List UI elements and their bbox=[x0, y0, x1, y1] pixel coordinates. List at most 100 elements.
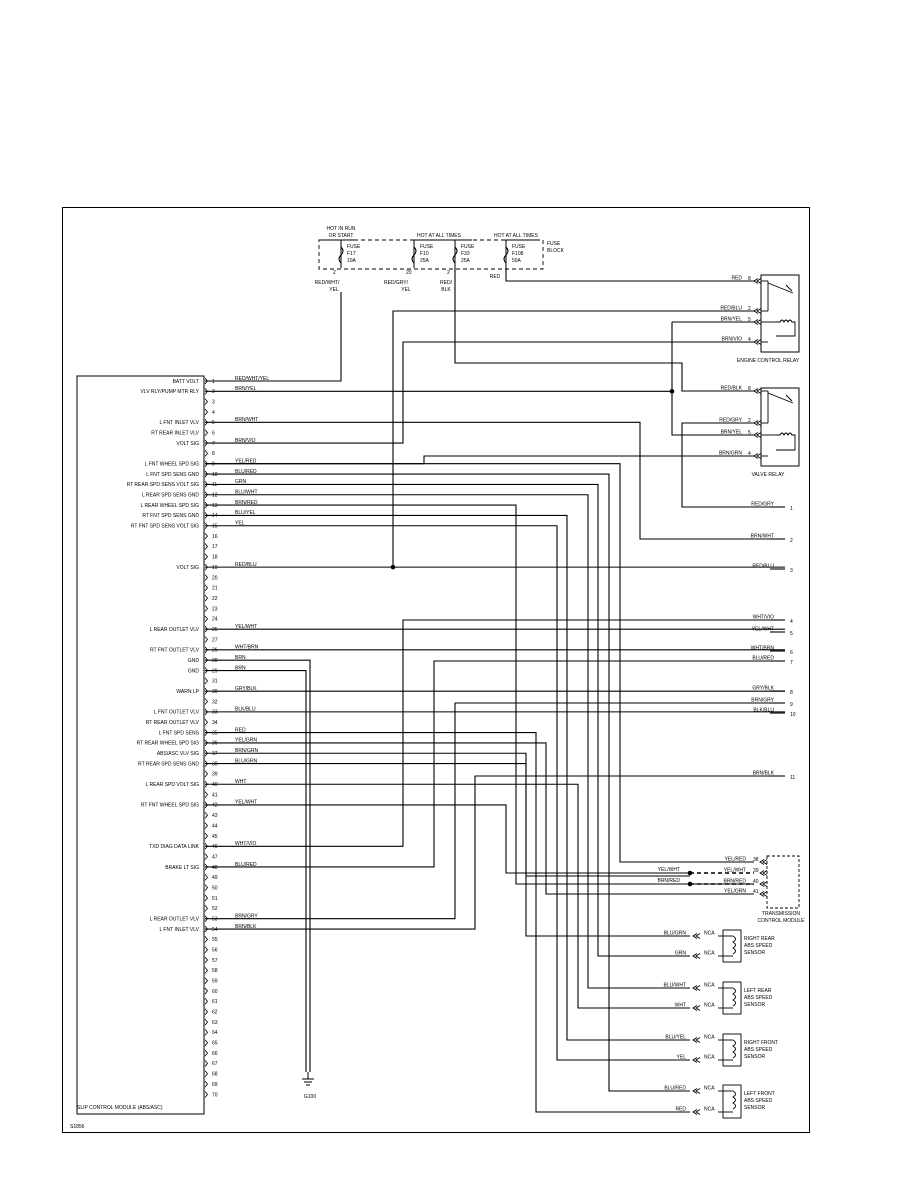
connector-mark bbox=[692, 1088, 698, 1094]
module-pin-number: 14 bbox=[212, 513, 218, 519]
wire-color-label: BRN/GRY bbox=[751, 698, 774, 704]
connector-mark bbox=[759, 881, 765, 887]
wire-color-label: WHT/VIO bbox=[753, 615, 774, 621]
wire-color-label: BLU/GRN bbox=[664, 931, 687, 937]
wire-wht-vio bbox=[205, 619, 785, 847]
output-pin-number: 4 bbox=[790, 619, 793, 625]
module-pin-label: RT FNT SPD SENS VOLT SIG bbox=[131, 524, 199, 530]
relay-pin-number: 5 bbox=[748, 430, 751, 436]
connector-nca: NCA bbox=[704, 983, 715, 989]
pin-mark bbox=[204, 894, 209, 902]
sensor-box bbox=[722, 981, 742, 1015]
connector-nca: NCA bbox=[704, 1035, 715, 1041]
wire-color-label: RED bbox=[731, 276, 742, 282]
wire-color-label: BLK/BLU bbox=[753, 708, 774, 714]
fuse-amps: 25A bbox=[420, 258, 430, 264]
pin-mark bbox=[204, 429, 209, 436]
wire-color-label: YEL/WHT bbox=[724, 868, 746, 874]
fuse-amps: 25A bbox=[461, 258, 471, 264]
fuse-block-label: FUSE bbox=[547, 241, 561, 247]
module-pin-number: 61 bbox=[212, 999, 218, 1005]
valve_relay-box bbox=[760, 387, 800, 467]
sensor-label: RIGHT FRONT bbox=[744, 1040, 778, 1046]
sensor-label: ABS SPEED bbox=[744, 995, 773, 1001]
output-pin-number: 11 bbox=[790, 775, 795, 781]
module-pin-number: 40 bbox=[212, 782, 218, 788]
module-title: SLIP CONTROL MODULE (ABS/ASC) bbox=[77, 1105, 163, 1111]
pin-mark bbox=[204, 636, 209, 643]
module-pin-number: 7 bbox=[212, 441, 215, 447]
relay-switch bbox=[767, 282, 794, 294]
connector-mark bbox=[759, 859, 765, 865]
sensor-coil bbox=[732, 1090, 736, 1110]
module-pin-number: 31 bbox=[212, 679, 218, 685]
wire-color-label: BLU/YEL bbox=[235, 510, 256, 516]
pin-mark bbox=[204, 946, 209, 953]
module-pin-number: 50 bbox=[212, 885, 218, 891]
module-pin-number: 35 bbox=[212, 730, 218, 736]
pin-mark bbox=[204, 791, 209, 798]
pin-mark bbox=[204, 770, 209, 778]
module-pin-number: 23 bbox=[212, 606, 218, 612]
relay-pin-number: 8 bbox=[748, 276, 751, 282]
wire-color-label: BRN/RED bbox=[235, 500, 258, 506]
module-pin-label: VOLT SIG bbox=[176, 441, 199, 447]
module-pin-number: 51 bbox=[212, 896, 218, 902]
output-pin-number: 7 bbox=[790, 660, 793, 666]
diagram-frame bbox=[62, 207, 810, 1133]
fuse-pin: 2 bbox=[333, 270, 336, 276]
module-pin-number: 4 bbox=[212, 410, 215, 416]
wire-color-label: YEL/WHT bbox=[235, 624, 257, 630]
wire-color-label: BLU/RED bbox=[664, 1086, 686, 1092]
pin-mark bbox=[204, 1080, 209, 1088]
hot-label: HOT AT ALL TIMES bbox=[417, 233, 462, 239]
connector-nca: NCA bbox=[704, 931, 715, 937]
sensor-label: SENSOR bbox=[744, 950, 766, 956]
sensor-label: SENSOR bbox=[744, 1002, 766, 1008]
hot-label: HOT AT ALL TIMES bbox=[494, 233, 539, 239]
wire-color-label: BRN/VIO bbox=[235, 438, 256, 444]
wire-color-label: RED/BLU bbox=[720, 306, 742, 312]
module-pin-number: 43 bbox=[212, 813, 218, 819]
module-pin-number: 24 bbox=[212, 617, 218, 623]
module-pin-number: 8 bbox=[212, 451, 215, 457]
module-pin-number: 28 bbox=[212, 658, 218, 664]
wire-wht bbox=[205, 783, 690, 1009]
module-pin-label: VLV RLY/PUMP MTR RLY bbox=[140, 389, 199, 395]
pin-mark bbox=[204, 936, 209, 943]
wire-color-label: BLK/BLU bbox=[235, 707, 256, 713]
pin-mark bbox=[204, 532, 209, 540]
relay-switch bbox=[767, 392, 794, 404]
pin-mark bbox=[204, 408, 209, 416]
module-pin-label: L FNT SPD SENS bbox=[159, 730, 200, 736]
tcm-splice bbox=[687, 870, 693, 876]
wire-color-label: BRN/BLK bbox=[235, 924, 257, 930]
module-pin-number: 65 bbox=[212, 1041, 218, 1047]
fuse-block-label: BLOCK bbox=[547, 248, 565, 254]
module-pin-label: GND bbox=[188, 668, 200, 674]
connector-mark bbox=[762, 859, 768, 865]
connector-mark bbox=[756, 432, 762, 438]
sensor-label: LEFT FRONT bbox=[744, 1091, 775, 1097]
wire-color-label: YEL/GRN bbox=[235, 738, 257, 744]
output-pin-number: 5 bbox=[790, 631, 793, 637]
wire-color-label: YEL bbox=[677, 1055, 687, 1061]
figure-id: S1856 bbox=[70, 1124, 85, 1130]
module-pin-number: 49 bbox=[212, 875, 218, 881]
pin-mark bbox=[204, 1060, 209, 1067]
module-pin-label: TXD DIAG DATA LINK bbox=[149, 844, 199, 850]
pin-mark bbox=[204, 956, 209, 964]
connector-mark bbox=[756, 453, 762, 459]
wire-color-label: YEL bbox=[235, 521, 245, 527]
pin-mark bbox=[204, 1008, 209, 1015]
module-pin-number: 68 bbox=[212, 1072, 218, 1078]
sensor-box bbox=[722, 929, 742, 963]
pin-mark bbox=[204, 450, 209, 457]
wire-color-label: BLU/WHT bbox=[235, 490, 258, 496]
wire-color-label: GRY/BLK bbox=[235, 686, 257, 692]
wire-yel-wht bbox=[205, 804, 690, 874]
wire-color-label: WHT/BRN bbox=[751, 646, 775, 652]
wire-color-label: BLU/RED bbox=[235, 469, 257, 475]
module-pin-number: 37 bbox=[212, 751, 218, 757]
